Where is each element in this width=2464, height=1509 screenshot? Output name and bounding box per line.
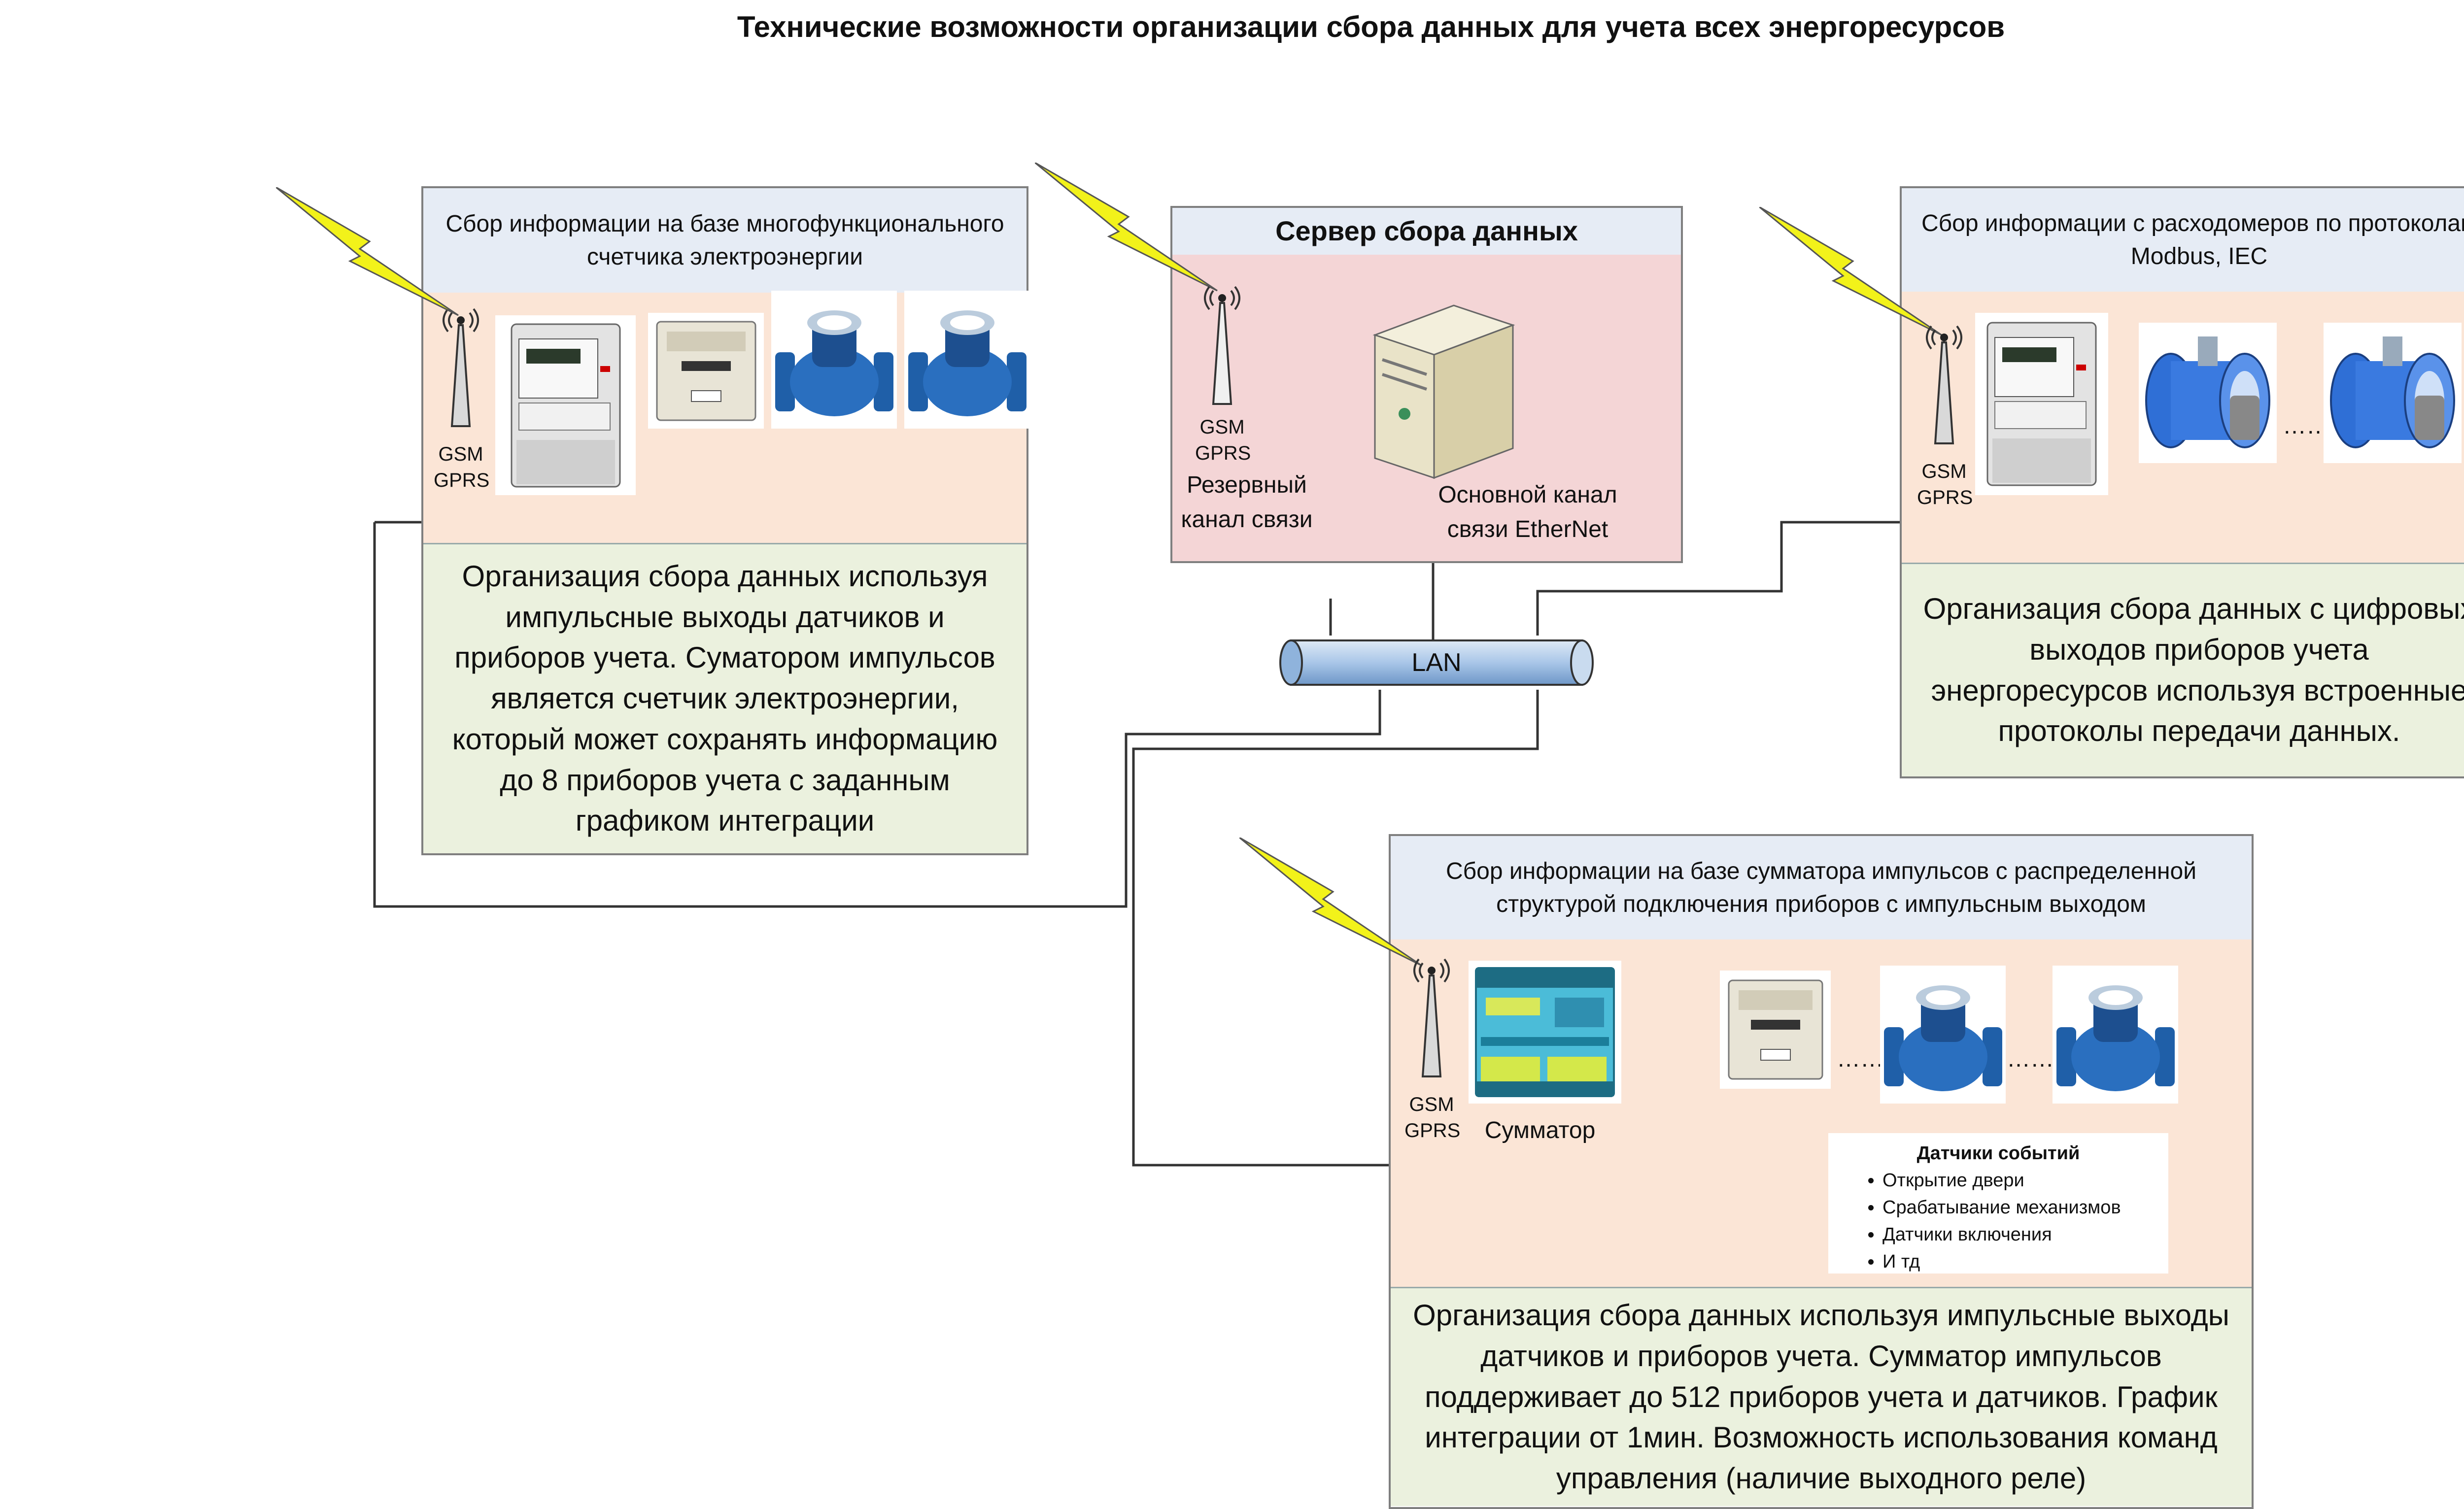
water-meter bbox=[771, 291, 897, 429]
panel-bottom-header: Сбор информации на базе сумматора импуль… bbox=[1391, 836, 2252, 939]
gprs-label: GPRS bbox=[1195, 442, 1251, 464]
panel-left-description: Организация сбора данных используя импул… bbox=[423, 543, 1027, 853]
server-header: Сервер сбора данных bbox=[1172, 208, 1681, 255]
ellipsis-label: …… bbox=[1837, 1046, 1884, 1072]
gprs-label: GPRS bbox=[434, 469, 490, 491]
antenna-icon bbox=[441, 308, 480, 431]
lan-bus bbox=[1276, 633, 1597, 692]
panel-left-header: Сбор информации на базе многофункциональ… bbox=[423, 188, 1027, 293]
gprs-label: GPRS bbox=[1917, 487, 1973, 508]
main-channel-label: Основной канал связи EtherNet bbox=[1438, 482, 1617, 542]
electricity-meter bbox=[1720, 971, 1831, 1089]
water-meter bbox=[1880, 966, 2006, 1104]
flowmeter bbox=[2324, 323, 2462, 463]
panel-summator: Сбор информации на базе сумматора импуль… bbox=[1389, 834, 2254, 1509]
lightning-icon bbox=[275, 186, 463, 320]
event-sensors-box: Датчики событий Открытие двери Срабатыва… bbox=[1828, 1133, 2168, 1274]
gprs-label: GPRS bbox=[1404, 1120, 1461, 1141]
backup-channel-label: Резервный канал связи bbox=[1181, 472, 1313, 533]
electricity-meter bbox=[648, 313, 764, 429]
pulse-summator-device bbox=[1469, 961, 1621, 1104]
panel-right-description: Организация сбора данных с цифровых выхо… bbox=[1902, 563, 2464, 776]
gsm-label: GSM bbox=[1409, 1094, 1454, 1115]
panel-electricity-meter: Сбор информации на базе многофункциональ… bbox=[421, 186, 1028, 855]
gsm-label: GSM bbox=[1199, 416, 1245, 438]
electricity-meter-multifunction bbox=[1975, 313, 2108, 495]
list-item: Срабатывание механизмов bbox=[1882, 1194, 2149, 1221]
event-sensors-list: Открытие двери Срабатывание механизмов Д… bbox=[1848, 1167, 2149, 1275]
panel-server: Сервер сбора данных bbox=[1170, 206, 1683, 563]
panel-right-header: Сбор информации с расходомеров по проток… bbox=[1902, 188, 2464, 292]
summator-label: Сумматор bbox=[1484, 1117, 1596, 1143]
lightning-icon bbox=[1759, 206, 1947, 340]
antenna-icon bbox=[1202, 286, 1242, 409]
gsm-label: GSM bbox=[438, 443, 483, 465]
ellipsis-label: …… bbox=[2007, 1046, 2054, 1072]
electricity-meter-multifunction bbox=[495, 315, 636, 495]
server-icon bbox=[1355, 296, 1518, 483]
lan-label: LAN bbox=[1411, 648, 1462, 677]
list-item: Открытие двери bbox=[1882, 1167, 2149, 1194]
lightning-icon bbox=[1239, 837, 1427, 971]
ellipsis-label: …… bbox=[2283, 413, 2330, 439]
event-sensors-title: Датчики событий bbox=[1916, 1143, 2080, 1164]
panel-bottom-description: Организация сбора данных используя импул… bbox=[1391, 1287, 2252, 1506]
antenna-icon bbox=[1412, 958, 1451, 1081]
flowmeter bbox=[2139, 323, 2277, 463]
water-meter bbox=[904, 291, 1030, 429]
water-meter bbox=[2053, 966, 2178, 1104]
antenna-icon bbox=[1924, 325, 1964, 448]
page-title: Технические возможности организации сбор… bbox=[737, 10, 2005, 43]
list-item: Датчики включения bbox=[1882, 1221, 2149, 1248]
list-item: И тд bbox=[1882, 1248, 2149, 1275]
gsm-label: GSM bbox=[1921, 461, 1967, 482]
lightning-icon bbox=[1034, 162, 1222, 296]
